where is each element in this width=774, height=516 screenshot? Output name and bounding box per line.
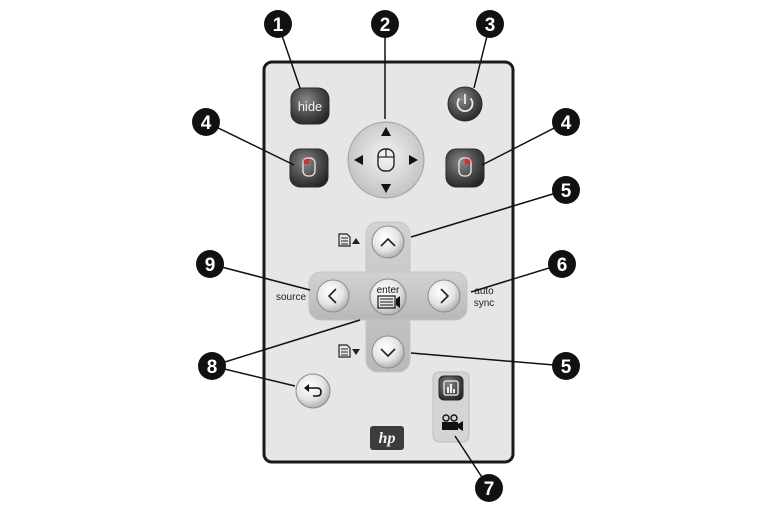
svg-text:7: 7 <box>484 479 495 500</box>
callout-7: 7 <box>475 474 503 502</box>
back-button[interactable] <box>295 373 331 409</box>
svg-text:4: 4 <box>561 113 572 134</box>
chevron-right-icon <box>440 288 450 304</box>
page-up-icon <box>338 233 360 247</box>
svg-text:3: 3 <box>485 15 496 36</box>
hp-logo: hp <box>370 426 404 450</box>
svg-text:9: 9 <box>205 255 216 276</box>
callout-5-bottom: 5 <box>552 352 580 380</box>
callout-1: 1 <box>264 10 292 38</box>
power-icon <box>456 94 474 112</box>
arrow-left-icon <box>354 155 363 165</box>
callouts: 1 2 3 4 4 5 6 9 <box>192 10 580 502</box>
mouse-icon <box>377 148 395 172</box>
svg-text:1: 1 <box>273 15 284 36</box>
svg-text:8: 8 <box>207 357 218 378</box>
arrow-up-icon <box>381 127 391 136</box>
svg-text:5: 5 <box>561 357 572 378</box>
callout-4-left: 4 <box>192 108 220 136</box>
enter-button[interactable]: enter <box>369 278 407 316</box>
callout-9: 9 <box>196 250 224 278</box>
menu-icon <box>377 295 400 309</box>
callout-5-top: 5 <box>552 176 580 204</box>
callout-2: 2 <box>371 10 399 38</box>
svg-text:2: 2 <box>380 15 391 36</box>
right-click-icon <box>458 157 472 177</box>
left-click-icon <box>302 157 316 177</box>
chevron-left-icon <box>327 288 337 304</box>
hp-logo-text: hp <box>379 430 396 447</box>
source-button[interactable] <box>316 279 350 313</box>
back-arrow-icon <box>304 384 322 397</box>
enter-label: enter <box>377 285 400 296</box>
page-down-icon <box>338 344 360 358</box>
arrow-down-icon <box>381 184 391 193</box>
hide-button-label: hide <box>298 99 323 114</box>
chevron-up-icon <box>380 237 396 247</box>
page-down-button[interactable] <box>371 335 405 369</box>
hide-button[interactable]: hide <box>290 87 330 125</box>
svg-text:6: 6 <box>557 255 568 276</box>
callout-lines <box>205 23 567 489</box>
right-mouse-button[interactable] <box>445 148 485 188</box>
left-mouse-button[interactable] <box>289 148 329 188</box>
bar-chart-icon <box>443 380 459 396</box>
callout-4-right: 4 <box>552 108 580 136</box>
video-camera-icon <box>442 414 463 431</box>
power-button[interactable] <box>447 86 483 122</box>
svg-text:5: 5 <box>561 181 572 202</box>
source-label: source <box>276 292 306 303</box>
auto-sync-label-line1: auto <box>474 286 494 297</box>
arrow-right-icon <box>409 155 418 165</box>
auto-sync-button[interactable] <box>427 279 461 313</box>
auto-sync-label-line2: sync <box>474 298 495 309</box>
callout-3: 3 <box>476 10 504 38</box>
callout-6: 6 <box>548 250 576 278</box>
callout-8: 8 <box>198 352 226 380</box>
page-up-button[interactable] <box>371 225 405 259</box>
mouse-pad[interactable] <box>347 121 425 199</box>
mode-button-group[interactable] <box>432 371 470 443</box>
chevron-down-icon <box>380 348 396 358</box>
svg-text:4: 4 <box>201 113 212 134</box>
